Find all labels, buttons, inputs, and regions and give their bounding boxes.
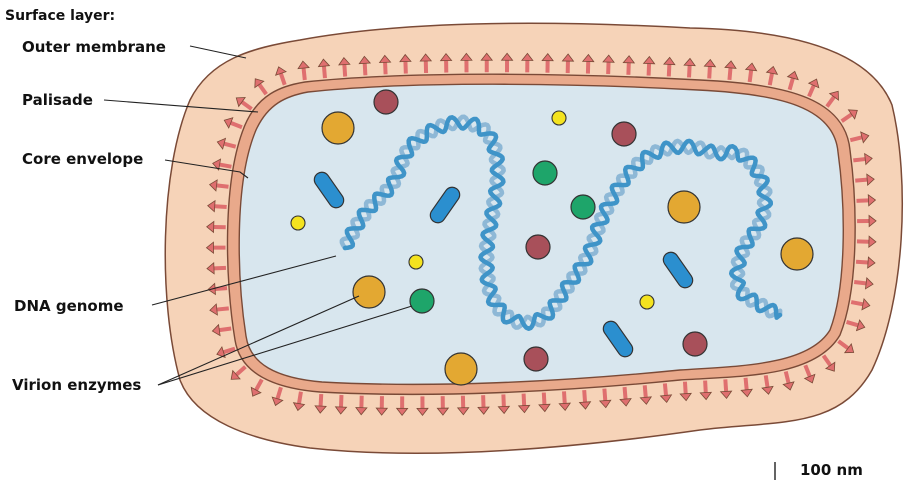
palisade-spike-stem bbox=[750, 70, 752, 82]
palisade-spike-stem bbox=[344, 65, 345, 77]
enzyme-orange-2 bbox=[353, 276, 385, 308]
palisade-spike-stem bbox=[215, 206, 227, 207]
palisade-spike-stem bbox=[625, 387, 626, 399]
palisade-spike-stem bbox=[856, 200, 868, 201]
palisade-spike-stem bbox=[304, 68, 305, 80]
palisade-spike-stem bbox=[851, 302, 863, 304]
palisade-spike-stem bbox=[729, 68, 730, 80]
palisade-spike-stem bbox=[766, 375, 768, 387]
enzyme-yellow-1 bbox=[552, 111, 566, 125]
palisade-spike-stem bbox=[685, 382, 686, 394]
palisade-spike-stem bbox=[544, 393, 545, 405]
palisade-spike-stem bbox=[746, 378, 747, 390]
enzyme-green-2 bbox=[571, 195, 595, 219]
palisade-spike-stem bbox=[299, 392, 301, 404]
palisade-spike-stem bbox=[689, 65, 690, 77]
enzyme-red-2 bbox=[612, 122, 636, 146]
palisade-spike-stem bbox=[853, 159, 865, 160]
enzyme-yellow-2 bbox=[291, 216, 305, 230]
scale-label: 100 nm bbox=[800, 461, 863, 479]
enzyme-yellow-3 bbox=[409, 255, 423, 269]
enzyme-orange-5 bbox=[445, 353, 477, 385]
enzyme-red-1 bbox=[374, 90, 398, 114]
label-palisade: Palisade bbox=[22, 91, 93, 109]
surface-layer-title: Surface layer: bbox=[5, 8, 115, 24]
enzyme-yellow-4 bbox=[640, 295, 654, 309]
enzyme-orange-3 bbox=[668, 191, 700, 223]
palisade-spike-stem bbox=[524, 394, 525, 406]
enzyme-red-5 bbox=[683, 332, 707, 356]
palisade-spike-stem bbox=[219, 328, 231, 330]
enzyme-green-1 bbox=[533, 161, 557, 185]
label-core-envelope: Core envelope bbox=[22, 150, 143, 168]
palisade-spike-stem bbox=[217, 185, 229, 186]
enzyme-red-4 bbox=[524, 347, 548, 371]
palisade-spike-stem bbox=[709, 66, 710, 78]
palisade-spike-stem bbox=[665, 383, 666, 395]
palisade-spike-stem bbox=[669, 64, 670, 76]
palisade-spike-stem bbox=[786, 371, 789, 383]
palisade-spike-stem bbox=[705, 381, 706, 393]
palisade-spike-stem bbox=[365, 63, 366, 75]
palisade-spike-stem bbox=[856, 262, 868, 263]
label-virion-enzymes: Virion enzymes bbox=[12, 376, 141, 394]
palisade-spike-stem bbox=[564, 391, 565, 403]
palisade-spike-stem bbox=[645, 385, 646, 397]
enzyme-red-3 bbox=[526, 235, 550, 259]
palisade-spike-stem bbox=[324, 66, 325, 78]
palisade-spike-stem bbox=[584, 390, 585, 402]
enzyme-green-3 bbox=[410, 289, 434, 313]
palisade-spike-stem bbox=[385, 62, 386, 74]
palisade-spike-stem bbox=[321, 394, 322, 406]
palisade-spike-stem bbox=[220, 165, 232, 167]
palisade-spike-stem bbox=[854, 282, 866, 283]
enzyme-orange-4 bbox=[781, 238, 813, 270]
palisade-spike-stem bbox=[850, 137, 862, 140]
palisade-spike-stem bbox=[725, 379, 726, 391]
palisade-spike-stem bbox=[855, 180, 867, 181]
label-dna-genome: DNA genome bbox=[14, 297, 124, 315]
label-outer-membrane: Outer membrane bbox=[22, 38, 166, 56]
palisade-spike-stem bbox=[770, 73, 772, 85]
palisade-spike-stem bbox=[217, 308, 229, 309]
enzyme-orange-1 bbox=[322, 112, 354, 144]
palisade-spike-stem bbox=[604, 389, 605, 401]
leader-outer-membrane bbox=[190, 46, 246, 58]
